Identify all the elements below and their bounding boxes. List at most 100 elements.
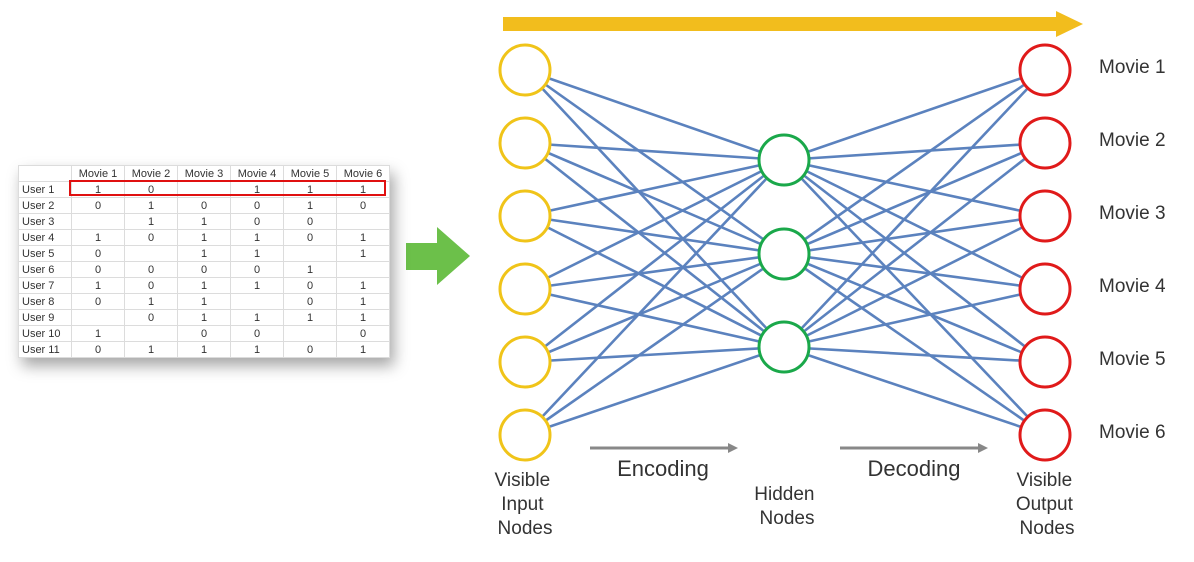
edge-hidden-1-output-4 <box>783 158 1046 291</box>
edge-hidden-3-output-1 <box>783 69 1046 348</box>
hidden-nodes-label: Hidden Nodes <box>754 484 820 529</box>
table-cell: 0 <box>336 197 390 214</box>
row-label: User 5 <box>18 245 72 262</box>
column-header: Movie 1 <box>71 165 125 182</box>
top-arrow-head <box>1056 11 1083 37</box>
edge-input-2-hidden-2 <box>524 141 785 256</box>
table-cell: 1 <box>71 277 125 294</box>
edge-hidden-1-output-3 <box>783 158 1046 218</box>
input-node-4 <box>498 262 552 316</box>
table-cell: 1 <box>283 197 337 214</box>
edge-hidden-2-output-2 <box>783 141 1046 256</box>
table-cell: 0 <box>230 197 284 214</box>
table-cell: 0 <box>177 197 231 214</box>
table-cell: 0 <box>71 341 125 358</box>
edge-hidden-1-output-2 <box>783 141 1046 162</box>
hidden-node-2 <box>757 227 811 281</box>
encoding-label: Encoding <box>617 456 709 481</box>
decoding-label: Decoding <box>868 456 961 481</box>
table-cell: 0 <box>71 261 125 278</box>
edge-hidden-2-output-6 <box>783 252 1046 437</box>
table-cell: 1 <box>124 293 178 310</box>
table-cell: 0 <box>124 309 178 326</box>
row-label: User 2 <box>18 197 72 214</box>
edge-hidden-2-output-3 <box>783 214 1046 256</box>
decoding-arrow-icon <box>840 443 988 453</box>
column-header: Movie 5 <box>283 165 337 182</box>
column-header: Movie 2 <box>124 165 178 182</box>
table-cell: 0 <box>283 293 337 310</box>
table-header-row: Movie 1 Movie 2 Movie 3 Movie 4 Movie 5 … <box>18 165 390 182</box>
row-label: User 4 <box>18 229 72 246</box>
network-edges <box>524 68 1046 437</box>
table-cell: 0 <box>71 197 125 214</box>
hidden-node-1 <box>757 133 811 187</box>
edge-hidden-2-output-1 <box>783 68 1046 256</box>
output-node-1 <box>1018 43 1072 97</box>
edge-hidden-3-output-6 <box>783 345 1046 437</box>
table-cell: 1 <box>336 245 390 262</box>
table-cell: 1 <box>124 341 178 358</box>
edge-input-1-hidden-2 <box>524 68 785 256</box>
input-node-2 <box>498 116 552 170</box>
edge-hidden-2-output-4 <box>783 252 1046 291</box>
table-cell: 0 <box>124 261 178 278</box>
table-corner-cell <box>18 165 72 182</box>
table-cell: 1 <box>177 213 231 230</box>
edge-hidden-3-output-3 <box>783 214 1046 349</box>
table-cell: 0 <box>283 213 337 230</box>
column-header: Movie 6 <box>336 165 390 182</box>
edge-input-4-hidden-1 <box>524 158 785 291</box>
edge-input-1-hidden-1 <box>524 68 785 162</box>
row-label: User 11 <box>18 341 72 358</box>
row-label: User 7 <box>18 277 72 294</box>
output-node-5 <box>1018 335 1072 389</box>
table-cell: 0 <box>124 277 178 294</box>
row-label: User 10 <box>18 325 72 342</box>
edge-hidden-3-output-2 <box>783 141 1046 349</box>
movie-label: Movie 3 <box>1099 203 1166 224</box>
input-node-6 <box>498 408 552 462</box>
output-nodes-label: Visible Output Nodes <box>1016 470 1078 539</box>
table-cell <box>336 213 390 230</box>
table-cell: 1 <box>177 229 231 246</box>
table-cell: 1 <box>124 197 178 214</box>
edge-input-3-hidden-3 <box>524 214 785 349</box>
input-node-1 <box>498 43 552 97</box>
table-cell: 1 <box>336 309 390 326</box>
table-cell <box>283 245 337 262</box>
user-1-row-highlight <box>69 180 386 196</box>
table-cell: 0 <box>336 325 390 342</box>
table-cell: 1 <box>283 309 337 326</box>
table-cell: 1 <box>230 277 284 294</box>
network-nodes <box>498 43 1072 462</box>
table-cell: 1 <box>177 341 231 358</box>
row-label: User 1 <box>18 181 72 198</box>
table-cell: 1 <box>71 325 125 342</box>
table-cell <box>230 293 284 310</box>
table-cell: 1 <box>124 213 178 230</box>
table-cell: 0 <box>177 325 231 342</box>
edge-input-2-hidden-3 <box>524 141 785 349</box>
table-cell: 1 <box>336 229 390 246</box>
movie-label: Movie 6 <box>1099 422 1166 443</box>
table-cell: 1 <box>336 293 390 310</box>
table-cell <box>336 261 390 278</box>
edge-input-6-hidden-1 <box>524 159 785 436</box>
output-node-3 <box>1018 189 1072 243</box>
output-node-6 <box>1018 408 1072 462</box>
ratings-table: Movie 1 Movie 2 Movie 3 Movie 4 Movie 5 … <box>18 165 390 358</box>
row-label: User 3 <box>18 213 72 230</box>
table-cell: 0 <box>283 341 337 358</box>
movie-label: Movie 2 <box>1099 130 1166 151</box>
table-cell <box>71 213 125 230</box>
edge-hidden-3-output-4 <box>783 287 1046 349</box>
input-node-3 <box>498 189 552 243</box>
edge-input-4-hidden-3 <box>524 287 785 349</box>
